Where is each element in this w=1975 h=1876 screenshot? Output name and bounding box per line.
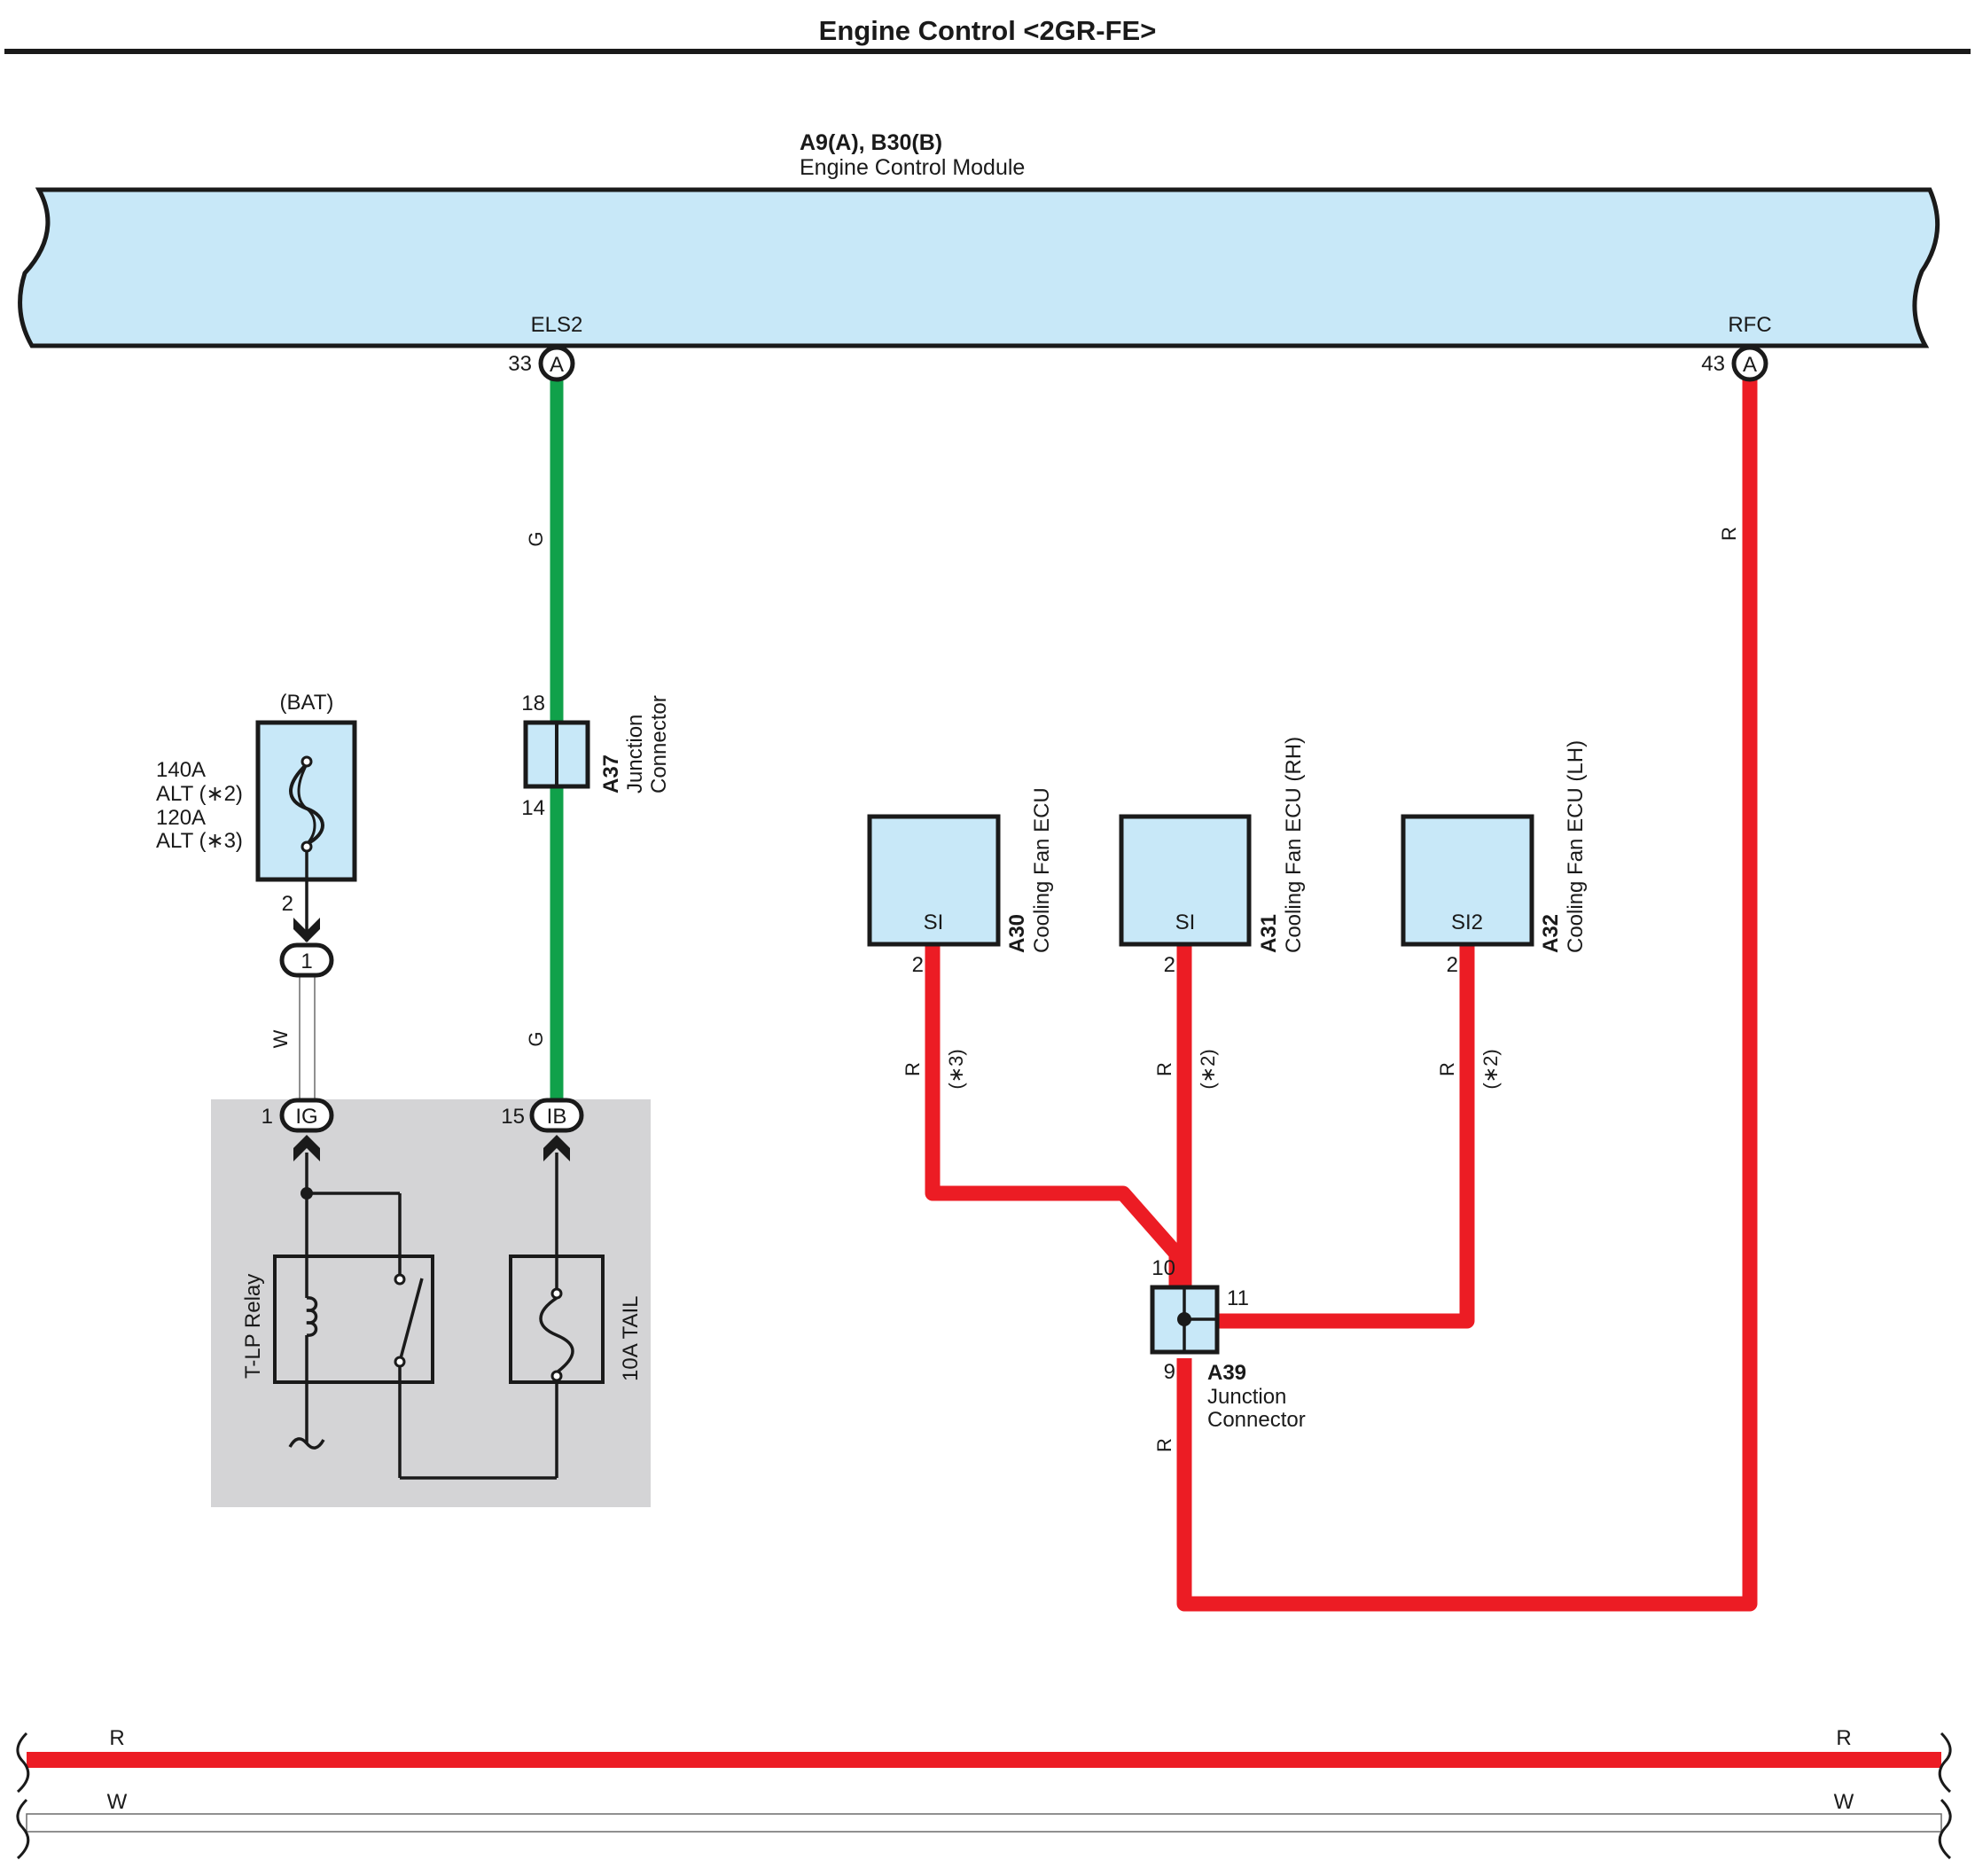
- legend-wire-white: [26, 1813, 1942, 1833]
- a39-name-line-1: Junction: [1207, 1385, 1286, 1409]
- a39-junction-connector: [1150, 1285, 1220, 1355]
- fan-ecu-a30-note: (∗3): [945, 1049, 967, 1089]
- fan-ecu-a30-name: Cooling Fan ECU: [1030, 787, 1054, 953]
- fusible-link-icon: [289, 755, 324, 853]
- wire-label-r-a32: R: [1436, 1062, 1458, 1076]
- ecm-pin-number-43: 43: [1701, 352, 1725, 376]
- fan-ecu-a31-terminal: SI: [1175, 911, 1196, 934]
- fan-ecu-a32-pin: 2: [1447, 953, 1458, 977]
- ig-arrow-icon: [293, 1135, 320, 1161]
- wire-legend: R R W W: [16, 1726, 1952, 1860]
- ib-arrow-icon: [543, 1135, 570, 1161]
- a39-pin-9: 9: [1164, 1360, 1175, 1384]
- fuse-rating-line-4: ALT (∗3): [156, 829, 243, 853]
- fan-ecu-a32-box: [1401, 814, 1534, 947]
- wire-white: [299, 955, 316, 1107]
- ib-terminal-label: IB: [547, 1105, 567, 1129]
- legend-label-w-right: W: [1834, 1790, 1854, 1814]
- fan-ecu-a31-note: (∗2): [1197, 1049, 1219, 1089]
- a39-pin-10: 10: [1151, 1256, 1175, 1280]
- wire-label-w: W: [269, 1029, 292, 1048]
- legend-label-r-right: R: [1836, 1726, 1851, 1750]
- ib-pin-number: 15: [501, 1105, 525, 1129]
- fan-ecu-a32-code: A32: [1539, 914, 1563, 953]
- ecm-name: Engine Control Module: [800, 155, 1025, 180]
- fan-ecu-a31-pin: 2: [1164, 953, 1175, 977]
- ig-terminal-label: IG: [295, 1105, 317, 1129]
- ecm-terminal-els2: ELS2: [531, 313, 583, 337]
- fan-ecu-a30-box: [867, 814, 1001, 947]
- wire-label-g-lower: G: [525, 1031, 547, 1046]
- fan-ecu-a30-pin: 2: [912, 953, 924, 977]
- fan-ecu-a31-code: A31: [1257, 914, 1281, 953]
- legend-label-w-left: W: [107, 1790, 128, 1814]
- fuse-rating-line-2: ALT (∗2): [156, 782, 243, 806]
- a37-pin-bottom: 14: [521, 796, 545, 820]
- fuse-rating-line-1: 140A: [156, 758, 206, 782]
- wire-label-r-a39: R: [1153, 1438, 1175, 1452]
- a39-pin-11: 11: [1227, 1286, 1249, 1310]
- fan-ecu-a30-terminal: SI: [924, 911, 944, 934]
- wire-label-r-rfc: R: [1718, 527, 1740, 541]
- battery-pin: 2: [282, 892, 293, 916]
- battery-connector-arrow-icon: [293, 918, 320, 942]
- battery-junction-number: 1: [301, 950, 312, 973]
- wire-red-a30: [925, 944, 1184, 1290]
- a37-pin-top: 18: [521, 692, 545, 715]
- fan-ecu-a32-name: Cooling Fan ECU (LH): [1564, 740, 1588, 953]
- fan-ecu-a30-code: A30: [1005, 914, 1029, 953]
- fan-ecu-a32-terminal: SI2: [1451, 911, 1483, 934]
- a37-name-line-1: Junction: [623, 715, 647, 793]
- ib-connector-pin: [529, 1098, 584, 1133]
- tail-fuse-name: 10A TAIL: [619, 1295, 643, 1381]
- wire-red-a32: [1217, 944, 1475, 1329]
- ig-pin-number: 1: [262, 1105, 273, 1129]
- t-lp-relay: [273, 1153, 557, 1480]
- ecm-terminal-rfc: RFC: [1728, 313, 1771, 337]
- ecm-pin-number-33: 33: [508, 352, 532, 376]
- ecm-code: A9(A), B30(B): [800, 130, 942, 155]
- a39-code: A39: [1207, 1361, 1246, 1385]
- tail-fuse: [509, 1153, 605, 1478]
- legend-label-r-left: R: [109, 1726, 124, 1750]
- ecm-pin-rfc-connector: A: [1731, 345, 1768, 382]
- ecm-module-band: [18, 187, 1940, 348]
- a37-name-line-2: Connector: [647, 695, 671, 793]
- wire-label-r-a31: R: [1153, 1062, 1175, 1076]
- wire-red-rfc: [1176, 379, 1758, 1612]
- ecm-connector-a-2: A: [1743, 353, 1757, 377]
- battery-label: (BAT): [280, 691, 334, 715]
- wire-label-r-a30: R: [902, 1062, 924, 1076]
- relay-name: T-LP Relay: [241, 1274, 265, 1379]
- battery-junction-pin: [279, 942, 334, 978]
- a37-code: A37: [599, 754, 623, 793]
- ecm-connector-a-1: A: [550, 353, 564, 377]
- fan-ecu-a31-name: Cooling Fan ECU (RH): [1282, 737, 1306, 953]
- page-title: Engine Control <2GR-FE>: [819, 15, 1157, 46]
- ig-connector-pin: [279, 1098, 334, 1133]
- fan-ecu-a32-note: (∗2): [1479, 1049, 1502, 1089]
- a39-name-line-2: Connector: [1207, 1408, 1306, 1432]
- ecm-pin-els2-connector: A: [538, 345, 575, 382]
- fan-ecu-a31-box: [1119, 814, 1252, 947]
- wire-label-g-upper: G: [525, 531, 547, 546]
- fuse-rating-line-3: 120A: [156, 806, 206, 830]
